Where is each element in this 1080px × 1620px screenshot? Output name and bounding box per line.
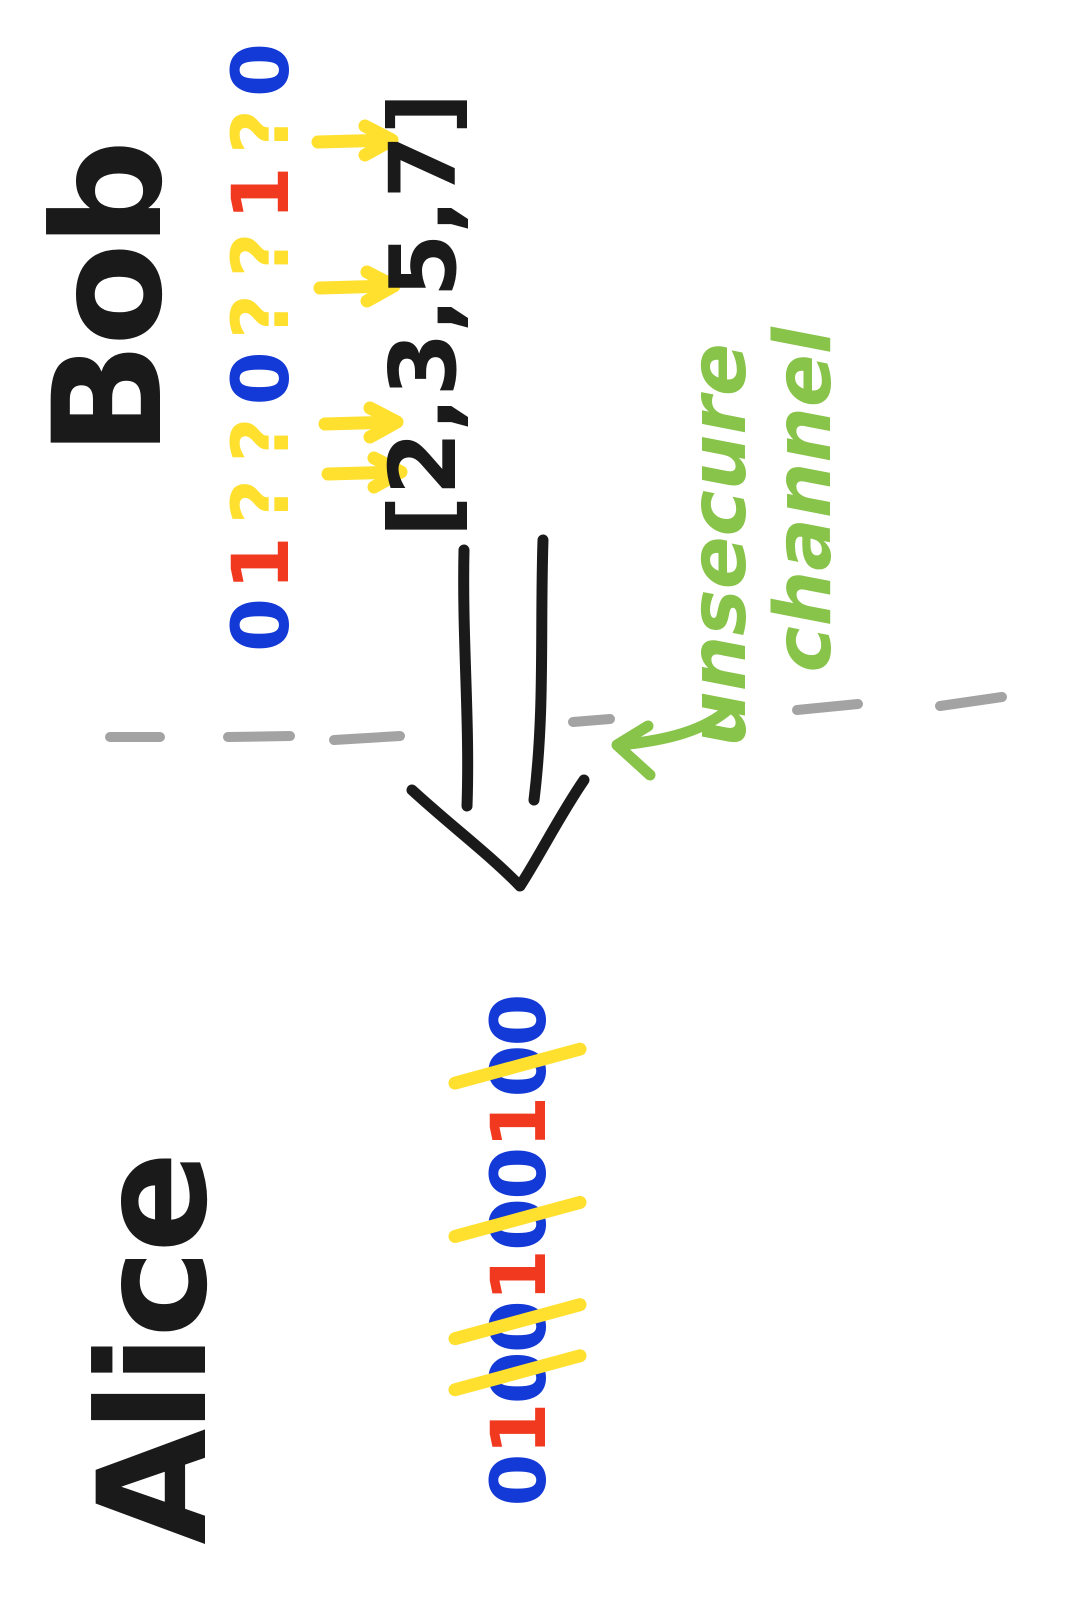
unknown-bit-arrows (311, 119, 408, 494)
channel-pointer-arrow (611, 702, 736, 781)
bob-bit: ? (217, 479, 307, 524)
alice-bit: 1 (474, 1402, 563, 1455)
alice-bit-strike (448, 1195, 587, 1243)
arrow-2 (313, 265, 401, 308)
alice-bit: 0 (474, 994, 563, 1047)
alice-bit-strike (448, 1349, 587, 1397)
channel-divider (105, 692, 1007, 745)
unsecure-channel-note: unsecure channel (611, 326, 849, 781)
arrow-3 (318, 401, 404, 444)
bob-bit: ? (217, 232, 307, 277)
bob-bit-string: 0 1?? 0?? 1? 0 (217, 43, 307, 652)
bob-bit: ? (217, 417, 307, 462)
bob-bit: 1 (217, 536, 307, 590)
alice-bit-strike (448, 1042, 587, 1090)
transfer-arrow (406, 534, 590, 892)
bob-bit: 0 (217, 351, 307, 405)
bob-bit: ? (217, 294, 307, 339)
bob-bit: 0 (217, 598, 307, 652)
alice-bit: 1 (474, 1249, 563, 1302)
sent-positions-list: [2,3,5,7] (370, 93, 477, 538)
bob-bit: ? (217, 109, 307, 154)
arrow-4 (321, 451, 408, 494)
bob-label: Bob (22, 144, 196, 457)
alice-bit: 1 (474, 1096, 563, 1149)
alice-bit: 0 (474, 1147, 563, 1200)
channel-label-line1: unsecure (674, 343, 764, 747)
bob-section: Bob 0 1?? 0?? 1? 0 [2,3,5,7] (22, 43, 477, 652)
alice-bit-strike (448, 1298, 587, 1346)
arrow-1 (311, 119, 399, 162)
alice-bit: 0 (474, 1454, 563, 1507)
alice-label: Alice (67, 1155, 241, 1545)
channel-label-line2: channel (759, 326, 849, 672)
bob-bit: 0 (217, 43, 307, 97)
bob-bit: 1 (217, 166, 307, 220)
